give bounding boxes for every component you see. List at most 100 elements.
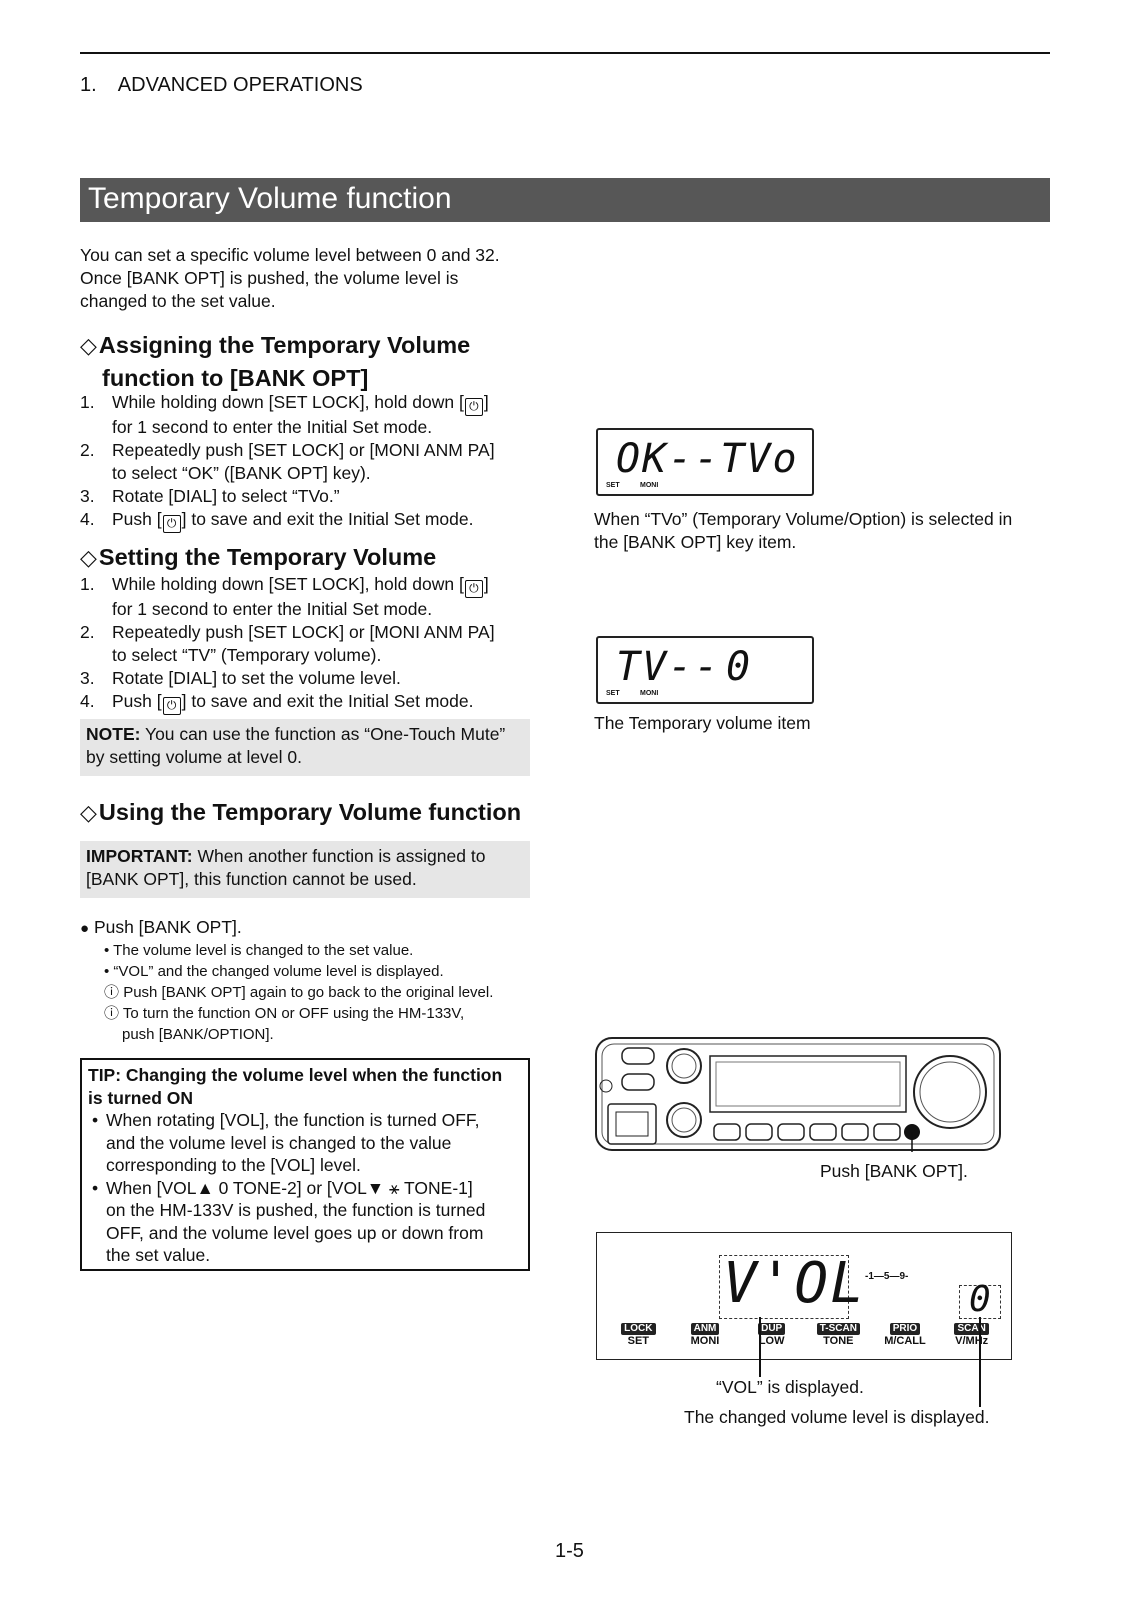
lcd-text: TV-- (616, 644, 721, 690)
diamond-icon: ◇ (80, 333, 97, 358)
key-label-top: LOCK (621, 1323, 656, 1335)
panel-button (621, 1047, 655, 1065)
list-item: 2. Repeatedly push [SET LOCK] or [MONI AN… (80, 439, 550, 485)
sub-note-text: To turn the function ON or OFF using the… (122, 1005, 465, 1022)
tip-bullet: • When rotating [VOL], the function is t… (88, 1109, 522, 1177)
key-label-bottom: TONE (823, 1335, 854, 1347)
tip-line: OFF, and the volume level goes up or dow… (106, 1222, 484, 1243)
radio-front-panel (595, 1037, 1001, 1152)
step-text: to select “TV” (Temporary volume). (112, 645, 382, 665)
using-heading: ◇Using the Temporary Volume function (80, 796, 521, 829)
key-label-bottom: M/CALL (884, 1335, 926, 1347)
caption-line: When “TVo” (Temporary Volume/Option) is … (594, 509, 1013, 529)
step-number: 2. (80, 622, 95, 642)
step-text: Rotate [DIAL] to select “TVo.” (112, 486, 340, 506)
intro-line: changed to the set value. (80, 291, 276, 311)
lcd2-caption: The Temporary volume item (594, 713, 811, 733)
step-number: 1. (80, 574, 95, 594)
step-text: ] to save and exit the Initial Set mode. (181, 691, 474, 711)
tip-line: corresponding to the [VOL] level. (106, 1155, 361, 1175)
setting-heading-text: Setting the Temporary Volume (98, 544, 437, 570)
caption-line: the [BANK OPT] key item. (594, 532, 797, 552)
important-box: IMPORTANT: When another function is assi… (80, 841, 530, 898)
power-icon: ⏻ (464, 398, 483, 416)
step-text: Repeatedly push [SET LOCK] or [MONI ANM … (112, 440, 495, 460)
chapter-heading: 1. ADVANCED OPERATIONS (80, 74, 363, 96)
lcd-digit: 0 (726, 644, 753, 690)
assign-steps: 1.While holding down [SET LOCK], hold do… (80, 391, 550, 533)
step-text: for 1 second to enter the Initial Set mo… (112, 599, 433, 619)
intro-line: You can set a specific volume level betw… (80, 245, 500, 265)
level-leader (979, 1317, 981, 1407)
important-text: When another function is assigned to (192, 846, 486, 866)
step-text: ] (483, 574, 489, 594)
sub-notes: • The volume level is changed to the set… (104, 940, 493, 1045)
lcd-moni-label: MONI (640, 690, 659, 697)
setting-heading: ◇Setting the Temporary Volume (80, 541, 436, 574)
bullet-push: ● Push [BANK OPT]. (80, 916, 242, 940)
lcd-ok-tvo: OK--TVo SET MONI (596, 428, 814, 496)
note-box: NOTE: You can use the function as “One-T… (80, 719, 530, 776)
tip-line: When rotating [VOL], the function is tur… (106, 1110, 480, 1130)
tip-line: When [VOL▲ 0 TONE-2] or [VOL▼ ⚹ TONE-1] (106, 1177, 473, 1198)
power-icon: ⏻ (162, 697, 181, 715)
tip-bullet: • When [VOL▲ 0 TONE-2] or [VOL▼ ⚹ TONE-1… (88, 1177, 522, 1267)
list-item: 1.While holding down [SET LOCK], hold do… (80, 391, 550, 439)
page-number: 1-5 (555, 1540, 584, 1562)
step-number: 4. (80, 509, 95, 529)
step-text: to select “OK” ([BANK OPT] key). (112, 463, 371, 483)
info-icon: ⓘ (104, 984, 120, 1001)
level-digit: 0 (969, 1279, 993, 1320)
intro-line: Once [BANK OPT] is pushed, the volume le… (80, 268, 459, 288)
step-number: 3. (80, 668, 95, 688)
step-number: 2. (80, 440, 95, 460)
header-rule (80, 52, 1050, 54)
section-title: Temporary Volume function (88, 182, 452, 215)
step-text: Push [ (112, 509, 162, 529)
bullet-text: Push [BANK OPT]. (93, 917, 242, 937)
step-text: ] (483, 392, 489, 412)
key-label-bottom: SET (627, 1335, 650, 1347)
sub-note: • “VOL” and the changed volume level is … (104, 963, 444, 980)
step-number: 4. (80, 691, 95, 711)
bullet-icon: • (92, 1110, 99, 1130)
power-icon: ⏻ (162, 515, 181, 533)
vol-leader (759, 1317, 761, 1377)
vol-caption: “VOL” is displayed. (716, 1377, 864, 1397)
step-text: Push [ (112, 691, 162, 711)
tip-line: the set value. (106, 1245, 211, 1265)
assign-heading-line2: function to [BANK OPT] (102, 365, 369, 391)
bullet-icon: • (92, 1177, 99, 1198)
vol-text: V'OL (723, 1251, 866, 1316)
list-item: 1. While holding down [SET LOCK], hold do… (80, 573, 550, 621)
setting-steps: 1. While holding down [SET LOCK], hold do… (80, 573, 550, 715)
assign-heading: ◇Assigning the Temporary Volume function… (80, 329, 470, 394)
diamond-icon: ◇ (80, 545, 97, 570)
level-caption: The changed volume level is displayed. (684, 1407, 990, 1427)
vol-highlight (719, 1255, 849, 1319)
intro-paragraph: You can set a specific volume level betw… (80, 244, 500, 313)
step-text: Rotate [DIAL] to set the volume level. (112, 668, 401, 688)
list-item: 3. Rotate [DIAL] to set the volume level. (80, 667, 550, 690)
important-text: [BANK OPT], this function cannot be used… (86, 869, 417, 889)
note-text: by setting volume at level 0. (86, 747, 302, 767)
sub-note-text: Push [BANK OPT] again to go back to the … (123, 984, 494, 1001)
assign-heading-line1: Assigning the Temporary Volume (98, 332, 471, 358)
step-number: 3. (80, 486, 95, 506)
meter-scale: -1—5—9- (865, 1271, 909, 1282)
step-text: While holding down [SET LOCK], hold down… (112, 574, 464, 594)
step-text: ] to save and exit the Initial Set mode. (181, 509, 474, 529)
key-label-bottom: LOW (758, 1335, 785, 1347)
key-label-top: DUP (758, 1323, 786, 1335)
tip-title: is turned ON (88, 1087, 194, 1108)
note-text: You can use the function as “One-Touch M… (140, 724, 506, 744)
power-icon: ⏻ (464, 580, 483, 598)
lcd-text: OK--TVo (616, 436, 799, 482)
info-icon: ⓘ (104, 1005, 120, 1022)
